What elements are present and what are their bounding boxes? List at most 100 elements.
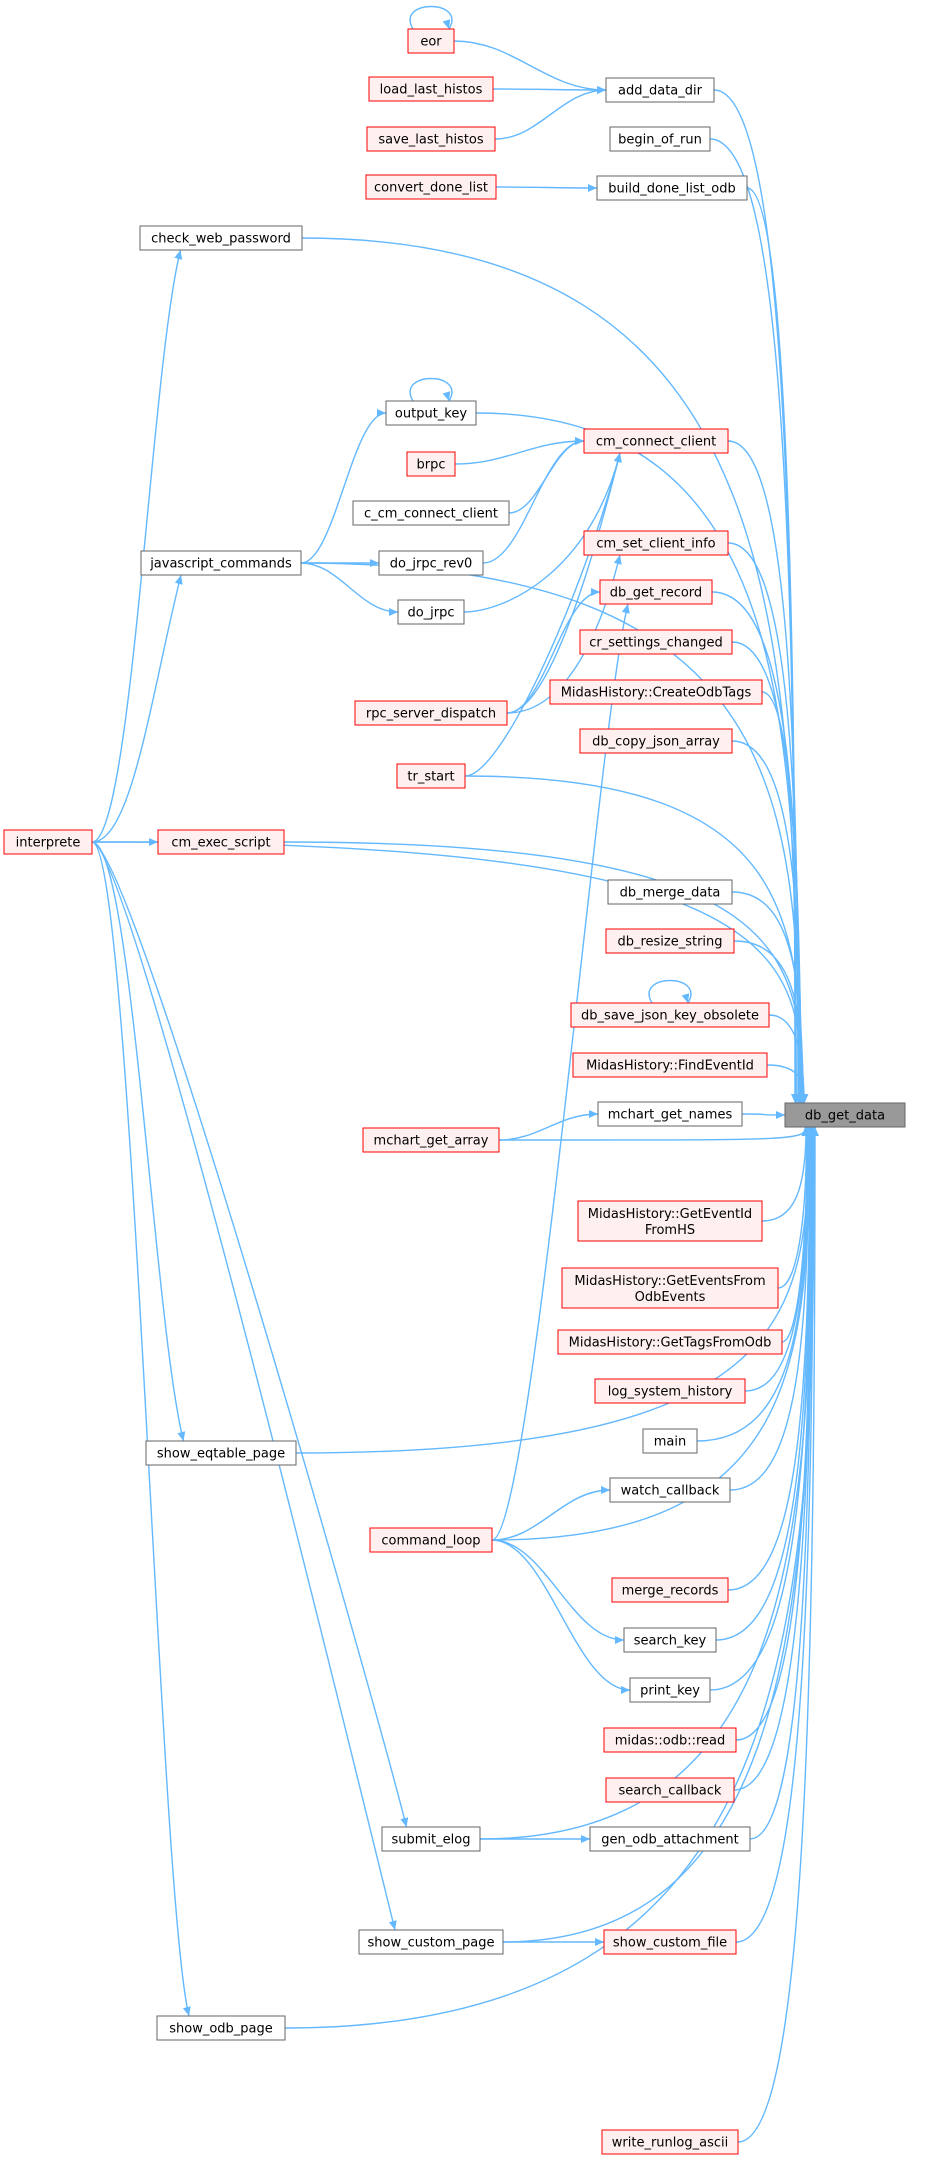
node-box bbox=[156, 2015, 286, 2041]
node-box bbox=[362, 1127, 500, 1153]
node-db-merge-data[interactable]: db_merge_data bbox=[607, 879, 733, 905]
node-label: midas::odb::read bbox=[615, 1734, 726, 1749]
node-do-jrpc-rev0[interactable]: do_jrpc_rev0 bbox=[378, 550, 484, 576]
node-label: cm_connect_client bbox=[596, 435, 716, 450]
node-c-cm-connect-client[interactable]: c_cm_connect_client bbox=[352, 500, 510, 526]
node-write-runlog-ascii[interactable]: write_runlog_ascii bbox=[601, 2129, 739, 2155]
node-box bbox=[579, 629, 733, 655]
node-gen-odb-attachment[interactable]: gen_odb_attachment bbox=[589, 1826, 751, 1852]
edge-convert_done_list-to-build_done_list_odb-arrow bbox=[588, 184, 597, 192]
edge-show_eqtable_page-to-db_get_data-arrow bbox=[804, 1127, 813, 1136]
node-box bbox=[378, 550, 484, 576]
node-label: c_cm_connect_client bbox=[364, 507, 498, 522]
node-box bbox=[607, 879, 733, 905]
node-show-eqtable-page[interactable]: show_eqtable_page bbox=[145, 1440, 297, 1466]
node-add-data-dir[interactable]: add_data_dir bbox=[605, 77, 715, 103]
node-save-last-histos[interactable]: save_last_histos bbox=[366, 126, 496, 152]
edge-submit_elog-to-db_get_data bbox=[479, 1126, 813, 1840]
edge-tr_start-to-cm_connect_client-arrow bbox=[613, 453, 622, 463]
node-mchart-get-array[interactable]: mchart_get_array bbox=[362, 1127, 500, 1153]
node-cm-set-client-info[interactable]: cm_set_client_info bbox=[583, 530, 729, 556]
node-label: convert_done_list bbox=[374, 181, 488, 196]
node-cm-exec-script[interactable]: cm_exec_script bbox=[157, 829, 285, 855]
node-box bbox=[561, 1267, 779, 1309]
node-label: mchart_get_array bbox=[374, 1134, 489, 1149]
node-cr-settings-changed[interactable]: cr_settings_changed bbox=[579, 629, 733, 655]
node-box bbox=[642, 1428, 698, 1454]
node-box bbox=[611, 1577, 729, 1603]
node-label: load_last_histos bbox=[380, 83, 483, 98]
node-box bbox=[605, 1777, 735, 1803]
node-load-last-histos[interactable]: load_last_histos bbox=[368, 76, 494, 102]
node-build-done-list-odb[interactable]: build_done_list_odb bbox=[596, 175, 748, 201]
node-label: db_resize_string bbox=[617, 935, 722, 950]
node-output-key[interactable]: output_key bbox=[385, 400, 477, 426]
node-watch-callback[interactable]: watch_callback bbox=[609, 1477, 731, 1503]
node-mchart-get-names[interactable]: mchart_get_names bbox=[597, 1101, 743, 1127]
node-brpc[interactable]: brpc bbox=[406, 451, 456, 477]
node-check-web-password[interactable]: check_web_password bbox=[139, 225, 303, 251]
node-merge-records[interactable]: merge_records bbox=[611, 1577, 729, 1603]
node-label: cm_exec_script bbox=[171, 836, 270, 851]
node-tr-start[interactable]: tr_start bbox=[396, 763, 466, 789]
node-FindEventId[interactable]: MidasHistory::FindEventId bbox=[572, 1052, 768, 1078]
node-label: submit_elog bbox=[392, 1833, 471, 1848]
node-main[interactable]: main bbox=[642, 1428, 698, 1454]
node-eor[interactable]: eor bbox=[407, 28, 455, 54]
node-box bbox=[596, 175, 748, 201]
node-label: rpc_server_dispatch bbox=[366, 707, 496, 722]
edge-javascript_commands-to-output_key-arrow bbox=[377, 409, 386, 417]
node-search-callback[interactable]: search_callback bbox=[605, 1777, 735, 1803]
node-db-save-json-key-obsolete[interactable]: db_save_json_key_obsolete bbox=[570, 1002, 770, 1028]
node-cm-connect-client[interactable]: cm_connect_client bbox=[583, 428, 729, 454]
node-show-custom-file[interactable]: show_custom_file bbox=[603, 1929, 737, 1955]
node-submit-elog[interactable]: submit_elog bbox=[381, 1826, 481, 1852]
node-interprete[interactable]: interprete bbox=[3, 829, 93, 855]
node-box bbox=[549, 679, 763, 705]
node-javascript-commands[interactable]: javascript_commands bbox=[140, 550, 302, 576]
node-command-loop[interactable]: command_loop bbox=[369, 1527, 493, 1553]
edge-brpc-to-cm_connect_client bbox=[454, 440, 585, 465]
node-show-odb-page[interactable]: show_odb_page bbox=[156, 2015, 286, 2041]
node-box bbox=[157, 829, 285, 855]
node-odb-read[interactable]: midas::odb::read bbox=[603, 1727, 737, 1753]
edge-output_key-self-loop bbox=[409, 377, 453, 402]
node-print-key[interactable]: print_key bbox=[629, 1677, 711, 1703]
edge-interprete-to-show_eqtable_page bbox=[91, 841, 185, 1442]
node-db-get-data[interactable]: db_get_data bbox=[784, 1102, 906, 1128]
node-log-system-history[interactable]: log_system_history bbox=[594, 1378, 746, 1404]
node-convert-done-list[interactable]: convert_done_list bbox=[365, 174, 497, 200]
edge-tr_start-to-cm_connect_client bbox=[464, 452, 621, 777]
node-box bbox=[407, 28, 455, 54]
edge-interprete-to-javascript_commands-arrow bbox=[174, 575, 183, 585]
node-do-jrpc[interactable]: do_jrpc bbox=[397, 599, 465, 625]
edge-cr_settings_changed-to-db_get_data bbox=[731, 641, 801, 1104]
edge-do_jrpc_rev0-to-cm_connect_client-arrow bbox=[575, 437, 584, 445]
node-CreateOdbTags[interactable]: MidasHistory::CreateOdbTags bbox=[549, 679, 763, 705]
node-db-resize-string[interactable]: db_resize_string bbox=[605, 928, 735, 954]
node-rpc-server-dispatch[interactable]: rpc_server_dispatch bbox=[354, 700, 508, 726]
node-label: show_odb_page bbox=[169, 2022, 273, 2037]
edge-save_last_histos-to-add_data_dir-arrow bbox=[597, 86, 606, 94]
node-box bbox=[579, 728, 733, 754]
node-box bbox=[583, 530, 729, 556]
edge-javascript_commands-to-output_key bbox=[300, 412, 387, 564]
node-db-copy-json-array[interactable]: db_copy_json_array bbox=[579, 728, 733, 754]
node-box bbox=[599, 579, 713, 605]
node-GetTagsFromOdb[interactable]: MidasHistory::GetTagsFromOdb bbox=[557, 1329, 783, 1355]
node-show-custom-page[interactable]: show_custom_page bbox=[358, 1929, 504, 1955]
node-begin-of-run[interactable]: begin_of_run bbox=[609, 126, 711, 152]
node-search-key[interactable]: search_key bbox=[623, 1627, 717, 1653]
node-label: db_copy_json_array bbox=[592, 735, 720, 750]
node-box bbox=[352, 500, 510, 526]
node-box bbox=[139, 225, 303, 251]
node-label: tr_start bbox=[407, 770, 454, 785]
node-label: db_get_record bbox=[610, 586, 702, 601]
node-db-get-record[interactable]: db_get_record bbox=[599, 579, 713, 605]
node-label: log_system_history bbox=[608, 1385, 733, 1400]
edge-show_eqtable_page-to-db_get_data bbox=[295, 1126, 810, 1454]
edge-command_loop-to-watch_callback-arrow bbox=[601, 1486, 610, 1494]
